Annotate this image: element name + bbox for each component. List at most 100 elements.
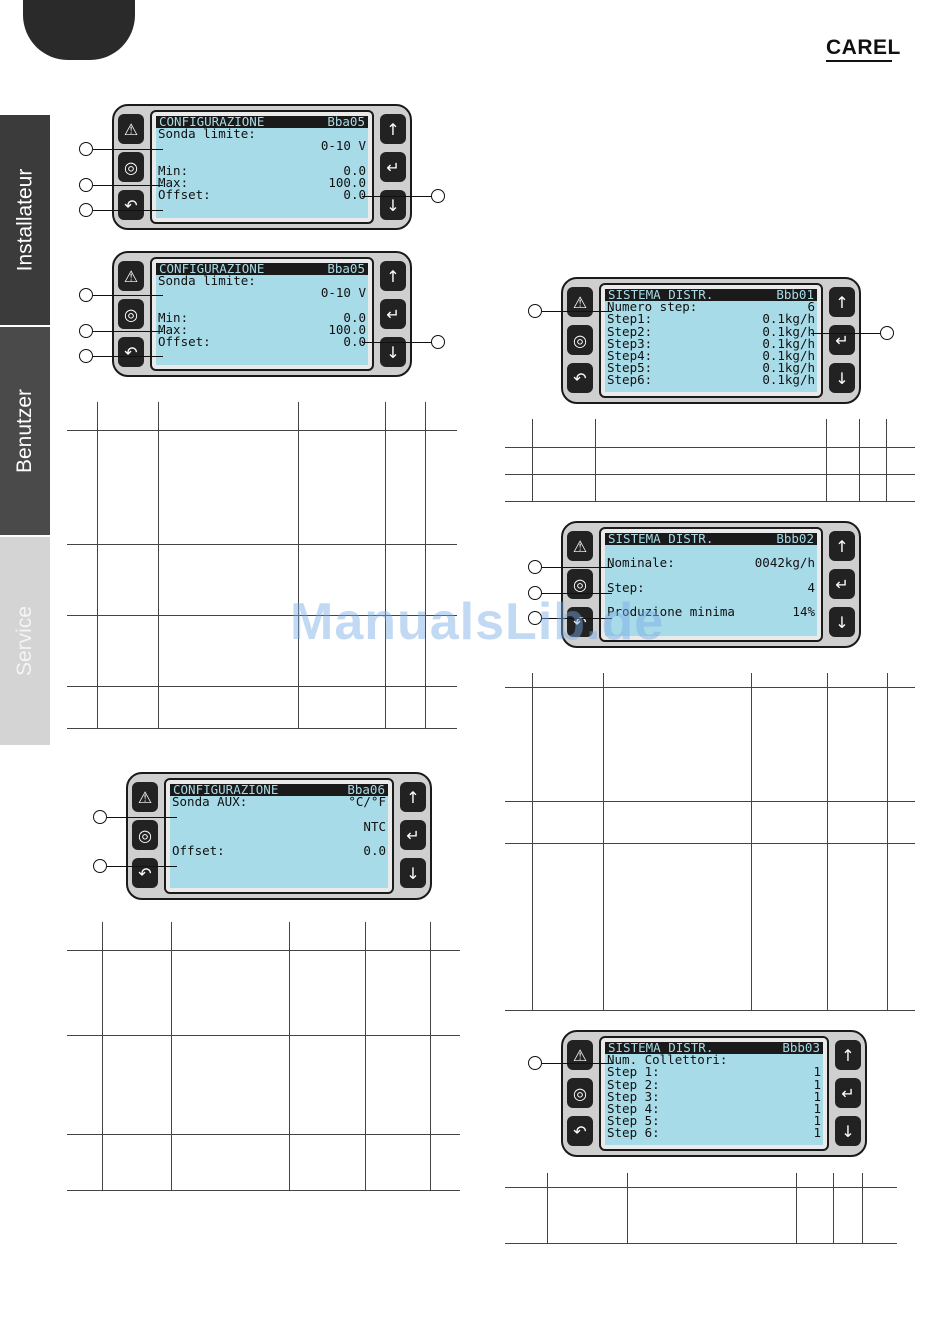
lcd-line: Step 2:1 xyxy=(605,1076,823,1092)
warning-icon[interactable]: ⚠ xyxy=(118,261,144,291)
enter-icon[interactable]: ↵ xyxy=(829,569,855,599)
warning-icon[interactable]: ⚠ xyxy=(567,531,593,561)
circle-icon[interactable]: ◎ xyxy=(567,325,593,355)
lcd-value: 1 xyxy=(813,1101,821,1117)
enter-icon[interactable]: ↵ xyxy=(835,1078,861,1108)
screen-title: SISTEMA DISTR. xyxy=(608,289,714,302)
lcd-label: Nominale: xyxy=(607,555,675,571)
back-icon[interactable]: ↶ xyxy=(567,363,593,393)
lcd-line: Step6:0.1kg/h xyxy=(605,374,817,387)
callout-leader xyxy=(93,331,163,333)
circle-icon[interactable]: ◎ xyxy=(118,299,144,329)
screen-title: SISTEMA DISTR. xyxy=(608,1042,714,1055)
callout-marker xyxy=(431,189,445,203)
lcd-label: Step 3: xyxy=(607,1088,660,1104)
circle-icon[interactable]: ◎ xyxy=(118,152,144,182)
up-arrow-icon[interactable]: ↑ xyxy=(829,531,855,561)
table-rule xyxy=(67,728,457,729)
back-icon[interactable]: ↶ xyxy=(132,858,158,888)
callout-leader xyxy=(811,333,881,335)
circle-icon[interactable]: ◎ xyxy=(132,820,158,850)
back-icon[interactable]: ↶ xyxy=(567,1116,593,1146)
lcd-value: 1 xyxy=(813,1076,821,1092)
enter-icon[interactable]: ↵ xyxy=(380,152,406,182)
table-rule xyxy=(505,474,915,475)
lcd-value: 0.1kg/h xyxy=(762,323,815,339)
callout-leader xyxy=(542,311,612,313)
table-column-rule xyxy=(886,419,887,501)
callout-marker xyxy=(79,324,93,338)
callout-leader xyxy=(542,567,612,569)
lcd-label: Step4: xyxy=(607,348,653,364)
lcd-line: Max:100.0 xyxy=(156,322,368,338)
callout-marker xyxy=(528,1056,542,1070)
lcd-line: Step 3: 1 xyxy=(605,1088,823,1104)
callout-marker xyxy=(79,349,93,363)
warning-icon[interactable]: ⚠ xyxy=(567,287,593,317)
back-icon[interactable]: ↶ xyxy=(567,607,593,637)
warning-icon[interactable]: ⚠ xyxy=(118,114,144,144)
callout-marker xyxy=(528,304,542,318)
lcd-value: 0.0 xyxy=(343,187,366,203)
table-rule xyxy=(67,544,457,545)
lcd-value: 4 xyxy=(807,579,815,595)
down-arrow-icon[interactable]: ↓ xyxy=(829,363,855,393)
table-column-rule xyxy=(859,419,860,501)
table-column-rule xyxy=(595,419,596,501)
lcd-value: 1 xyxy=(813,1088,821,1104)
lcd-value: 0.0 xyxy=(343,334,366,350)
table-column-rule xyxy=(826,419,827,501)
back-icon[interactable]: ↶ xyxy=(118,190,144,220)
table-rule xyxy=(505,501,915,502)
back-icon[interactable]: ↶ xyxy=(118,337,144,367)
up-arrow-icon[interactable]: ↑ xyxy=(380,261,406,291)
callout-marker xyxy=(79,178,93,192)
lcd-value: 0.0 xyxy=(363,843,386,859)
lcd-value: 0.1kg/h xyxy=(762,348,815,364)
sidebar-tab-installateur[interactable]: Installateur xyxy=(0,115,50,325)
sidebar-tab-service[interactable]: Service xyxy=(0,537,50,745)
down-arrow-icon[interactable]: ↓ xyxy=(380,190,406,220)
down-arrow-icon[interactable]: ↓ xyxy=(835,1116,861,1146)
screen-code: Bba05 xyxy=(327,263,365,276)
down-arrow-icon[interactable]: ↓ xyxy=(400,858,426,888)
callout-marker xyxy=(93,859,107,873)
up-arrow-icon[interactable]: ↑ xyxy=(829,287,855,317)
lcd-label: Step1: xyxy=(607,311,653,327)
lcd-value: 0.1kg/h xyxy=(762,360,815,376)
callout-leader xyxy=(362,196,432,198)
lcd-label: Max: xyxy=(158,322,189,338)
up-arrow-icon[interactable]: ↑ xyxy=(835,1040,861,1070)
table-column-rule xyxy=(102,922,103,1190)
lcd-line: NTC xyxy=(170,820,388,833)
enter-icon[interactable]: ↵ xyxy=(380,299,406,329)
callout-marker xyxy=(79,203,93,217)
down-arrow-icon[interactable]: ↓ xyxy=(829,607,855,637)
warning-icon[interactable]: ⚠ xyxy=(132,782,158,812)
enter-icon[interactable]: ↵ xyxy=(400,820,426,850)
lcd-label: Sonda AUX: xyxy=(172,794,248,810)
callout-marker xyxy=(528,586,542,600)
sidebar-tab-label: Installateur xyxy=(13,168,37,272)
up-arrow-icon[interactable]: ↑ xyxy=(400,782,426,812)
table-rule xyxy=(67,615,457,616)
table-column-rule xyxy=(833,1173,834,1243)
lcd-line: Sonda limite: xyxy=(156,127,368,140)
table-column-rule xyxy=(887,673,888,1010)
warning-icon[interactable]: ⚠ xyxy=(567,1040,593,1070)
lcd-value: 6 xyxy=(807,299,815,315)
circle-icon[interactable]: ◎ xyxy=(567,1078,593,1108)
up-arrow-icon[interactable]: ↑ xyxy=(380,114,406,144)
lcd-label: Num. Collettori: xyxy=(607,1052,728,1068)
sidebar-tab-benutzer[interactable]: Benutzer xyxy=(0,327,50,535)
lcd-line: Offset:0.0 xyxy=(156,187,368,203)
table-rule xyxy=(505,1187,897,1188)
lcd-line: Sonda limite: xyxy=(156,274,368,287)
lcd-screen: SISTEMA DISTR.Bbb02 Nominale:0042kg/h St… xyxy=(605,533,817,636)
lcd-value: 1 xyxy=(813,1064,821,1080)
enter-icon[interactable]: ↵ xyxy=(829,325,855,355)
callout-leader xyxy=(93,356,163,358)
